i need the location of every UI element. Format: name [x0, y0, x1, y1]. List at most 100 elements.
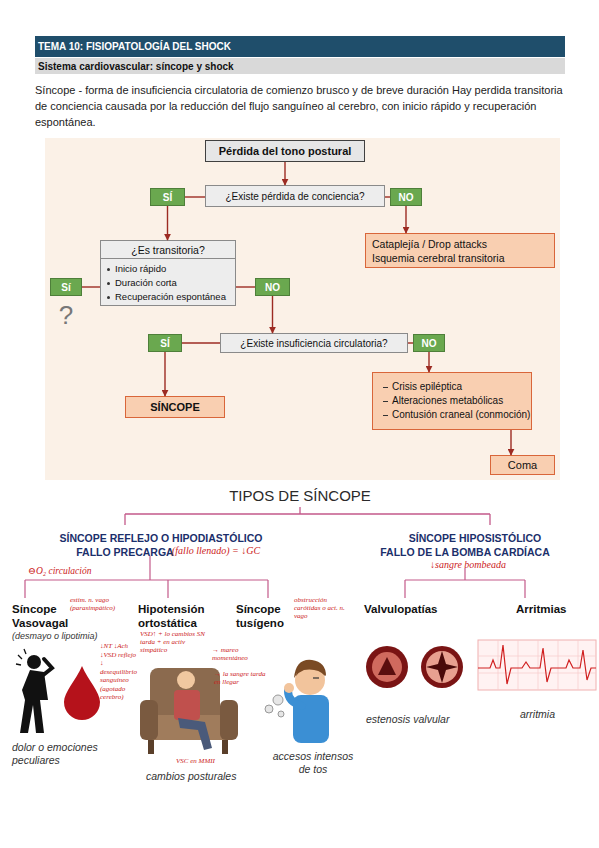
person-shirt [174, 690, 200, 720]
flow-connector [385, 196, 390, 197]
outcome-box: Coma [490, 455, 555, 475]
node-text: SÍ [160, 338, 169, 349]
answer-box: NO [390, 188, 422, 206]
person-arm [42, 659, 52, 676]
ecg-trace [478, 645, 596, 684]
answer-box: SÍ [148, 334, 182, 352]
branch-bracket [405, 568, 525, 598]
answer-box: NO [413, 334, 445, 352]
flow-connector [82, 286, 100, 287]
section-heading: TIPOS DE SÍNCOPE [150, 487, 450, 504]
dash-marker [383, 387, 388, 388]
bullet-text: Crisis epiléptica [392, 381, 462, 392]
flow-connector [236, 286, 255, 287]
flow-connector [428, 352, 429, 372]
question-mark: ? [55, 300, 77, 331]
armchair-leg [222, 740, 228, 754]
illustration-caption: cambios posturales [146, 770, 266, 782]
outcome-box: Cataplejía / Drop attacksIsquemia cerebr… [365, 233, 555, 268]
branch-bracket [125, 507, 490, 525]
handwritten-note: ↓NT ↓Ach ↓VSD reflejo ↓ desequilibrio sa… [100, 642, 140, 702]
handwritten-note: obstrucción carótidas o act. n. vago [294, 596, 350, 620]
type-name: Síncope tusígeno [236, 602, 294, 630]
bullet-row: Inicio rápido [101, 262, 235, 276]
title-band: TEMA 10: FISIOPATOLOGÍA DEL SHOCK [35, 36, 565, 57]
flow-connector [167, 206, 168, 240]
valve-outer [421, 646, 463, 688]
type-name: Arritmias [516, 603, 596, 615]
bullet-dot [107, 282, 110, 285]
child-arm [288, 691, 302, 706]
bullet-text: Duración corta [115, 277, 177, 288]
armchair-back [150, 668, 220, 723]
branch-bracket [25, 556, 268, 598]
illustration-caption: estenosis valvular [366, 713, 476, 725]
decision-box: ¿Existe pérdida de conciencia? [205, 185, 385, 207]
node-text: ¿Existe insuficiencia circulatoria? [240, 338, 387, 349]
valve-opening [426, 651, 458, 683]
ecg-paper [478, 640, 596, 690]
outcome-box: SÍNCOPE [125, 396, 225, 418]
flowchart-panel [45, 138, 560, 480]
decision-box: ¿Existe insuficiencia circulatoria? [220, 333, 408, 353]
type-name: Valvulopatías [364, 603, 464, 615]
bullet-row: Alteraciones metabólicas [377, 394, 527, 408]
answer-box: NO [255, 278, 290, 296]
pain-marks [16, 649, 26, 665]
answer-box: SÍ [150, 188, 185, 206]
bullet-row: Crisis epiléptica [377, 380, 527, 394]
handwritten-note: ↓sangre bombeada [430, 559, 560, 570]
person-head [177, 671, 195, 689]
handwritten-note: estim. n. vago (parasimpático) [70, 596, 122, 612]
branch-heading: SÍNCOPE REFLEJO O HIPODIASTÓLICO [30, 532, 292, 544]
ecg-grid [478, 640, 596, 690]
node-text: NO [422, 338, 437, 349]
handwritten-note: VSD↑ + lo cambios SN tarda + en activ si… [140, 630, 212, 654]
node-text: SÍ [163, 192, 172, 203]
flow-connector [182, 342, 220, 343]
branch-heading: SÍNCOPE HIPOSISTÓLICO [385, 532, 565, 544]
valve-outer [366, 646, 408, 688]
illustration-caption: accesos intensos de tos [268, 750, 358, 776]
bullet-dot [107, 296, 110, 299]
type-name: Síncope Vasovagal [12, 602, 74, 630]
decision-heading: ¿Es transitoria? [101, 242, 235, 259]
valve-opening [378, 657, 396, 675]
bullet-dot [107, 268, 110, 271]
node-text: ¿Existe pérdida de conciencia? [226, 191, 365, 202]
handwritten-note: (fallo llenado) = ↓GC [172, 545, 302, 556]
bullet-row: Contusión craneal (conmoción) [377, 408, 527, 422]
body-text: Síncope - forma de insuficiencia circula… [35, 82, 570, 130]
node-text: Isquemia cerebral transitoria [372, 251, 504, 265]
handwritten-note: VSC en MMII [176, 757, 246, 765]
bullet-text: Contusión craneal (conmoción) [392, 409, 530, 420]
armchair-leg [148, 740, 154, 754]
person-head [27, 655, 41, 669]
flow-connector [408, 342, 413, 343]
bullet-text: Inicio rápido [115, 263, 166, 274]
title-text: TEMA 10: FISIOPATOLOGÍA DEL SHOCK [38, 36, 565, 57]
node-text: Coma [508, 459, 537, 471]
branch-heading: FALLO DE LA BOMBA CARDÍACA [375, 546, 555, 558]
dash-marker [383, 415, 388, 416]
child-hair [296, 661, 325, 676]
flow-connector [510, 430, 511, 455]
flow-connector [405, 206, 406, 233]
branch-heading: FALLO PRECARGA [75, 546, 175, 558]
node-text: Pérdida del tono postural [219, 145, 352, 157]
person-legs [178, 718, 212, 750]
outcome-box: Crisis epilépticaAlteraciones metabólica… [372, 372, 532, 430]
answer-box: Sí [50, 278, 82, 296]
illustration-caption: arritmia [520, 708, 590, 720]
fainting-person [20, 670, 48, 733]
node-text: Sí [61, 282, 70, 293]
bullet-row: Duración corta [101, 276, 235, 290]
node-text: SÍNCOPE [150, 401, 200, 413]
handwritten-note: → la sangre tarda en llegar [214, 670, 266, 686]
bullet-text: Recuperación espontánea [115, 291, 226, 302]
section-band: Sistema cardiovascular: síncope y shock [35, 58, 565, 74]
node-text: NO [399, 192, 414, 203]
type-name: Hipotensión ortostática [138, 602, 230, 630]
